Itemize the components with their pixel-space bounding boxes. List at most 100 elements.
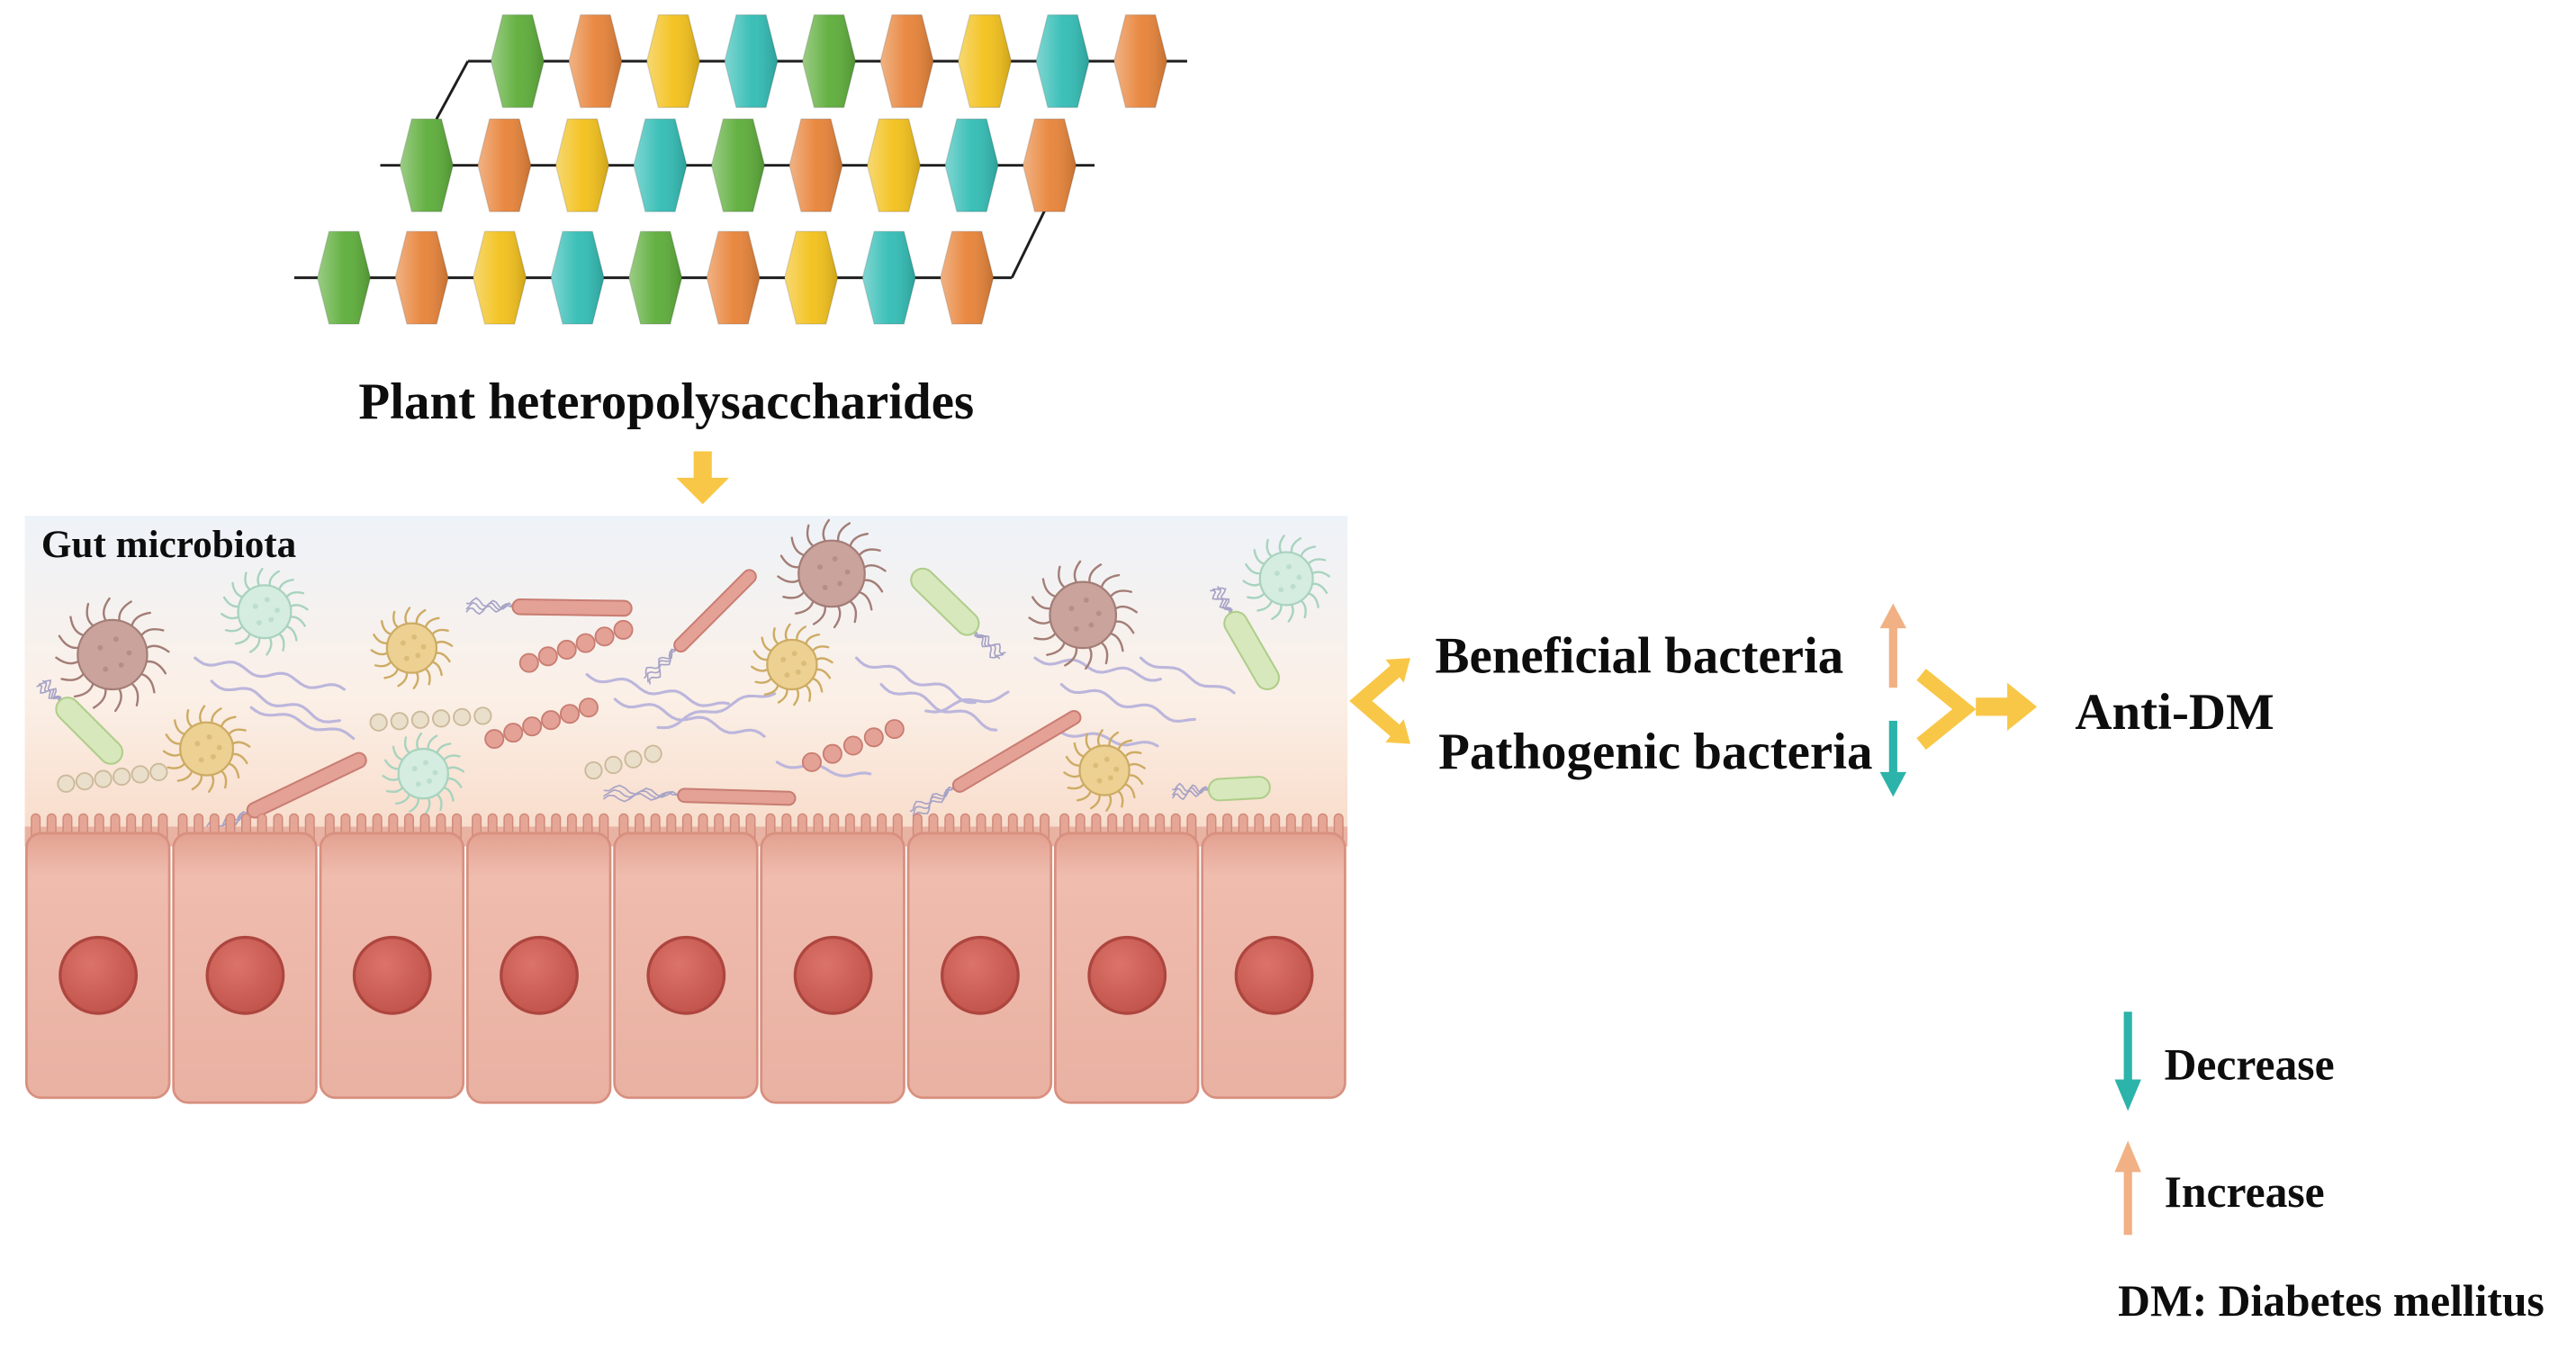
cell-nucleus [1087,935,1167,1015]
hexagon-shading [628,231,682,325]
filamentous-bacterium [249,706,356,741]
streptococcus-cell [410,710,430,729]
filamentous-bacterium [585,672,730,707]
streptococcus-chain [369,706,492,732]
epithelial-cell [1053,813,1200,1104]
cell-nucleus [1234,935,1314,1015]
coccus-pili [370,607,454,689]
streptococcus-chain [57,762,168,793]
polysaccharide-structure [293,13,1187,325]
streptococcus-cell [559,704,581,724]
bacillus-body [511,598,633,617]
streptococcus-cell [518,652,539,673]
monosaccharide-teal [550,230,605,325]
streptococcus-cell [390,712,409,731]
coccus-bacterium [55,597,170,713]
hexagon-shading [862,231,916,325]
monosaccharide-teal [861,230,916,325]
hexagon-shading [940,231,994,325]
coccus-bacterium [1028,560,1138,670]
streptococcus-cell [613,619,634,640]
polysaccharide-title: Plant heteropolysaccharides [358,373,974,430]
hexagon-shading [945,119,998,212]
coccus-bacterium [1242,535,1330,623]
arrow-shaft [1888,626,1897,688]
streptococcus-cell [604,755,623,775]
split-arrow-stem [1349,663,1402,739]
coccus-pili [382,732,465,815]
streptococcus-cell [537,646,558,667]
hexagon-shading [400,119,454,212]
streptococcus-cell [369,713,388,732]
arrow-head [2114,1079,2141,1111]
epithelial-cell [465,813,612,1104]
arrow-head [2114,1140,2141,1173]
hexagon-shading [395,231,449,325]
epithelial-cell [613,813,759,1100]
monosaccharide-orange [477,118,532,212]
bacillus-flagella [465,597,514,616]
monosaccharide-teal [944,118,999,212]
bacillus-bacterium [909,709,1082,820]
monosaccharide-orange [394,230,449,325]
coccus-body [1078,744,1130,796]
coccus-bacterium [162,705,251,793]
epithelial-cell [172,813,318,1104]
arrow-head [1879,603,1907,629]
monosaccharide-teal [1035,13,1090,109]
effects-section: Beneficial bacteria Pathogenic bacteria … [1349,603,2274,797]
hexagon-shading [1022,119,1076,212]
right-arrow-shaft [1976,697,2011,716]
coccus-bacterium [370,607,454,689]
legend-abbreviation: DM: Diabetes mellitus [2118,1276,2544,1326]
gut-microbes [36,518,1330,841]
monosaccharide-green [801,13,857,109]
coccus-body [179,721,235,777]
gut-panel: Gut microbiota [24,516,1348,1104]
filamentous-bacterium [924,690,1010,714]
cell-nucleus [352,935,432,1015]
streptococcus-cell [884,719,905,740]
streptococcus-cell [801,751,822,772]
coccus-spots [1274,563,1302,593]
coccus-pili [55,597,170,713]
coccus-pili [1028,560,1138,670]
monosaccharide-green [710,118,766,212]
streptococcus-cell [473,706,492,725]
bacillus-flagella [36,679,62,702]
bacillus-body [910,567,980,636]
beneficial-bacteria-label: Beneficial bacteria [1435,628,1843,685]
hexagon-shading [725,14,778,108]
epithelial-cell [760,813,905,1104]
hexagon-shading [867,119,921,212]
merge-arrow-icon [1916,669,2038,751]
hexagon-shading [551,231,605,325]
bacillus-flagella [602,784,679,803]
monosaccharide-teal [724,13,779,109]
streptococcus-cell [94,769,113,788]
legend-increase-label: Increase [2165,1167,2325,1217]
branch-line-left [435,60,470,120]
streptococcus-cell [484,729,505,750]
monosaccharide-units [316,13,1168,325]
bacillus-body [1223,610,1280,690]
hexagon-shading [646,14,700,108]
hexagon-shading [707,231,761,325]
coccus-spots [400,634,427,661]
bacillus-flagella [643,648,677,685]
coccus-bacterium [221,567,309,656]
monosaccharide-orange [1022,118,1077,212]
bacillus-body [673,569,757,653]
monosaccharide-green [316,230,372,325]
coccus-pili [777,518,887,629]
bacillus-body [1207,776,1271,802]
increase-arrow-icon [2114,1140,2141,1236]
monosaccharide-green [490,13,545,109]
streptococcus-cell [541,710,562,731]
streptococcus-cell [584,760,603,780]
monosaccharide-orange [1112,13,1168,109]
monosaccharide-yellow [866,118,922,212]
cell-nucleus [500,935,579,1015]
filamentous-bacterium [1059,682,1196,724]
hexagon-shading [958,14,1012,108]
